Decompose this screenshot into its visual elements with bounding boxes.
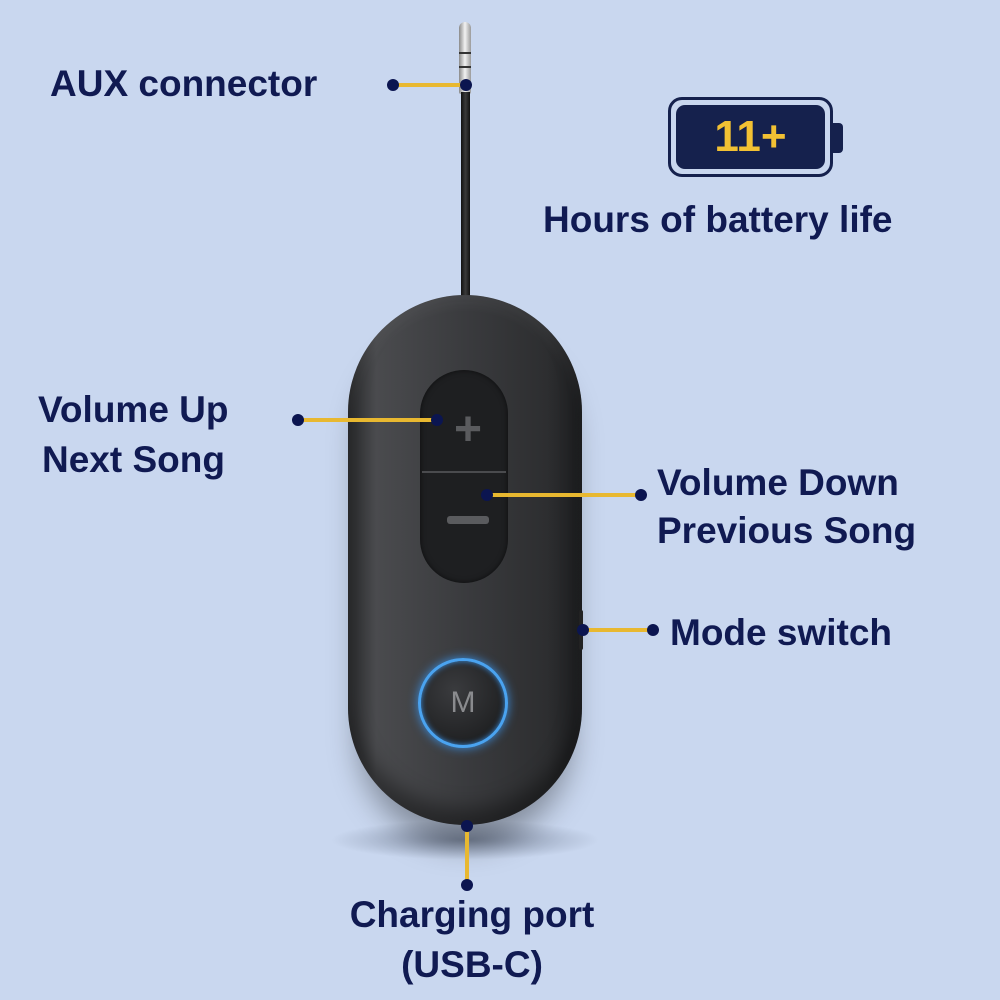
battery-caption: Hours of battery life	[543, 199, 893, 240]
volume-up-button[interactable]: +	[453, 403, 483, 456]
volume-up-label: Volume Up	[38, 389, 229, 430]
aux-label: AUX connector	[50, 63, 318, 104]
volume-down-button[interactable]	[447, 516, 489, 524]
volume-up-dot	[431, 414, 443, 426]
volume-down-dot	[481, 489, 493, 501]
aux-leader	[393, 83, 468, 87]
battery-icon: 11+	[668, 97, 833, 177]
volume-button-panel	[420, 370, 508, 583]
charging-leader	[465, 826, 469, 885]
jack-ring	[459, 66, 471, 68]
previous-song-label: Previous Song	[657, 510, 917, 551]
volume-down-leader	[487, 493, 641, 497]
charging-port-label: Charging port	[349, 894, 595, 935]
volume-up-leader	[298, 418, 437, 422]
battery-terminal	[831, 123, 843, 153]
aux-dot	[460, 79, 472, 91]
next-song-label: Next Song	[42, 439, 225, 480]
usb-c-label: (USB-C)	[401, 944, 543, 985]
jack-ring	[459, 52, 471, 54]
charging-dot	[461, 879, 473, 891]
volume-down-label: Volume Down	[657, 462, 899, 503]
mode-button[interactable]: M	[418, 658, 508, 748]
volume-divider	[422, 471, 506, 473]
mode-dot	[647, 624, 659, 636]
mode-dot	[577, 624, 589, 636]
battery-value: 11+	[676, 105, 825, 169]
volume-down-dot	[635, 489, 647, 501]
mode-leader	[583, 628, 653, 632]
aux-jack	[459, 22, 471, 94]
aux-dot	[387, 79, 399, 91]
volume-up-dot	[292, 414, 304, 426]
charging-dot	[461, 820, 473, 832]
aux-cable	[461, 92, 470, 297]
mode-switch-label: Mode switch	[670, 612, 893, 653]
